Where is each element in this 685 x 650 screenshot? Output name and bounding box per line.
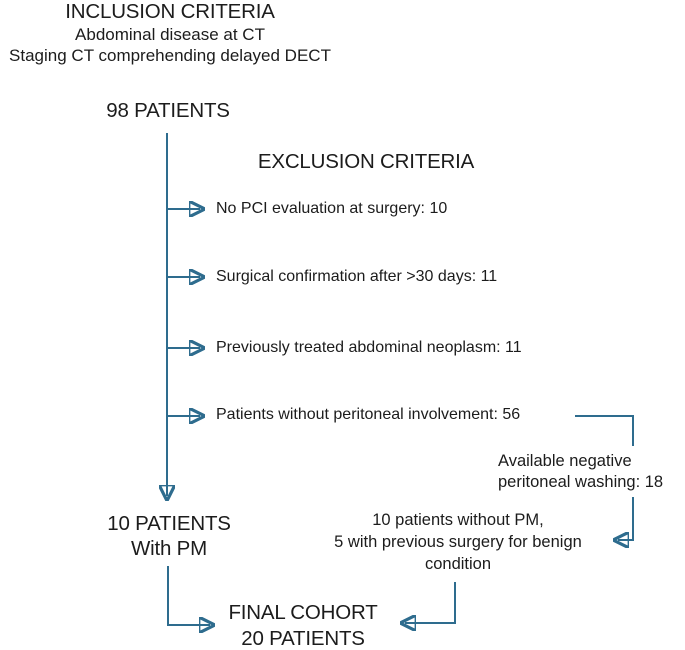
peritoneal-washing-label: Available negative peritoneal washing: 1… bbox=[498, 451, 663, 493]
inclusion-criteria-block: INCLUSION CRITERIA Abdominal disease at … bbox=[0, 0, 340, 66]
no-pm-line-2: 5 with previous surgery for benign bbox=[334, 533, 582, 551]
exclusion-item-2: Surgical confirmation after >30 days: 11 bbox=[216, 268, 498, 285]
washing-down-left-arrow bbox=[618, 497, 634, 540]
washing-line-2: peritoneal washing: 18 bbox=[498, 473, 664, 491]
no-pm-line-3: condition bbox=[424, 555, 492, 573]
pm-node-line-1: 10 PATIENTS bbox=[107, 512, 231, 535]
branch-56-elbow-line bbox=[575, 415, 634, 446]
final-node-line-1: FINAL COHORT bbox=[228, 601, 378, 624]
exclusion-item-4: Patients without peritoneal involvement:… bbox=[216, 406, 521, 423]
exclusion-item-3: Previously treated abdominal neoplasm: 1… bbox=[216, 339, 522, 356]
final-cohort-node: FINAL COHORT 20 PATIENTS bbox=[163, 600, 443, 650]
start-node-98-patients: 98 PATIENTS bbox=[106, 99, 230, 122]
inclusion-subtitle-1: Abdominal disease at CT bbox=[75, 25, 265, 44]
exclusion-item-1: No PCI evaluation at surgery: 10 bbox=[216, 200, 448, 217]
exclusion-title: EXCLUSION CRITERIA bbox=[257, 150, 475, 173]
inclusion-subtitle-2: Staging CT comprehending delayed DECT bbox=[9, 46, 331, 65]
final-node-line-2: 20 PATIENTS bbox=[241, 627, 365, 650]
washing-line-1: Available negative bbox=[498, 452, 632, 470]
inclusion-title: INCLUSION CRITERIA bbox=[65, 0, 275, 23]
patients-without-pm-label: 10 patients without PM, 5 with previous … bbox=[308, 509, 608, 575]
pm-patients-node: 10 PATIENTS With PM bbox=[29, 511, 309, 561]
pm-node-line-2: With PM bbox=[130, 537, 208, 560]
no-pm-line-1: 10 patients without PM, bbox=[372, 511, 544, 529]
